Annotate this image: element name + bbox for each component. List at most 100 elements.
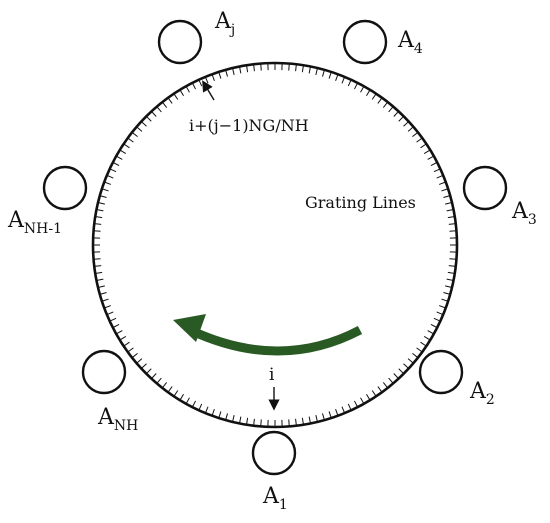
grating-tick: [116, 156, 122, 159]
grating-tick: [94, 231, 101, 232]
grating-tick: [424, 336, 430, 340]
grating-tick: [120, 150, 126, 154]
grating-tick: [383, 382, 387, 388]
offset-pointer-arrow: [205, 85, 214, 100]
grating-tick: [412, 353, 418, 357]
grating-tick: [141, 121, 146, 126]
grating-tick: [378, 98, 382, 104]
grating-tick: [354, 401, 357, 407]
grating-tick: [408, 127, 413, 132]
grating-tick: [424, 150, 430, 154]
grating-tick: [110, 169, 116, 172]
grating-tick: [408, 359, 413, 364]
grating-tick: [186, 398, 189, 404]
grating-tick: [354, 83, 357, 89]
grating-tick: [361, 398, 364, 404]
grating-tick: [372, 391, 376, 397]
grating-tick: [174, 94, 178, 100]
grating-lines-label: Grating Lines: [305, 193, 416, 212]
grating-tick: [437, 312, 443, 315]
grating-tick: [104, 182, 111, 184]
grating-tick: [151, 111, 156, 116]
grating-tick: [120, 336, 126, 340]
readhead-a2: [420, 351, 462, 393]
grating-tick: [389, 378, 394, 383]
grating-tick: [157, 378, 162, 383]
grating-tick: [434, 318, 440, 321]
grating-tick: [180, 394, 184, 400]
label-a3: A3: [511, 199, 537, 228]
offset-label: i+(j−1)NG/NH: [189, 116, 309, 135]
readhead-a4: [344, 21, 386, 63]
grating-tick: [404, 364, 409, 369]
grating-tick: [146, 369, 151, 374]
grating-tick: [417, 348, 423, 352]
grating-tick: [146, 116, 151, 121]
grating-tick: [162, 382, 166, 388]
grating-tick: [168, 387, 172, 393]
grating-tick: [128, 348, 134, 352]
grating-tick: [428, 156, 434, 159]
grating-tick: [449, 259, 456, 260]
label-anh-1: ANH-1: [7, 208, 62, 237]
readhead-anh-1: [44, 167, 86, 209]
grating-tick: [366, 90, 370, 96]
grating-tick: [431, 324, 437, 327]
grating-tick: [157, 107, 162, 112]
grating-tick: [394, 374, 399, 379]
grating-tick: [336, 409, 338, 416]
label-a2: A2: [469, 379, 495, 408]
readhead-anh: [83, 351, 125, 393]
grating-tick: [366, 394, 370, 400]
grating-tick: [434, 169, 440, 172]
grating-tick: [428, 331, 434, 334]
grating-tick: [361, 86, 364, 92]
grating-tick: [336, 74, 338, 81]
grating-tick: [439, 182, 446, 184]
label-anh: ANH: [97, 405, 138, 434]
grating-tick: [116, 331, 122, 334]
grating-tick: [104, 306, 111, 308]
grating-tick: [199, 404, 202, 410]
grating-tick: [113, 162, 119, 165]
grating-tick: [162, 102, 166, 108]
grating-tick: [141, 364, 146, 369]
grating-tick: [132, 132, 138, 136]
grating-tick: [192, 83, 195, 89]
grating-tick: [137, 359, 142, 364]
grating-tick: [342, 77, 345, 83]
rotation-arrow-shaft: [190, 330, 360, 351]
grating-tick: [186, 86, 189, 92]
grating-tick: [394, 111, 399, 116]
grating-tick: [124, 342, 130, 346]
grating-tick: [151, 374, 156, 379]
grating-tick: [421, 144, 427, 148]
label-a1: A1: [262, 484, 288, 513]
grating-tick: [437, 175, 443, 178]
grating-tick: [124, 144, 130, 148]
grating-tick: [205, 77, 208, 83]
readhead-aj: [159, 21, 201, 63]
grating-tick: [378, 387, 382, 393]
grating-tick: [383, 102, 387, 108]
grating-tick: [289, 419, 290, 426]
grating-tick: [348, 404, 351, 410]
index-label: i: [269, 365, 275, 385]
grating-tick: [417, 138, 423, 142]
grating-tick: [449, 231, 456, 232]
grating-tick: [132, 353, 138, 357]
grating-tick: [192, 401, 195, 407]
readhead-a3: [464, 167, 506, 209]
label-a4: A4: [397, 28, 423, 57]
grating-tick: [199, 80, 202, 86]
grating-tick: [110, 318, 116, 321]
grating-tick: [205, 407, 208, 413]
grating-tick: [107, 175, 113, 178]
grating-tick: [389, 107, 394, 112]
grating-tick: [180, 90, 184, 96]
grating-tick: [107, 312, 113, 315]
grating-tick: [404, 121, 409, 126]
grating-tick: [261, 64, 262, 71]
